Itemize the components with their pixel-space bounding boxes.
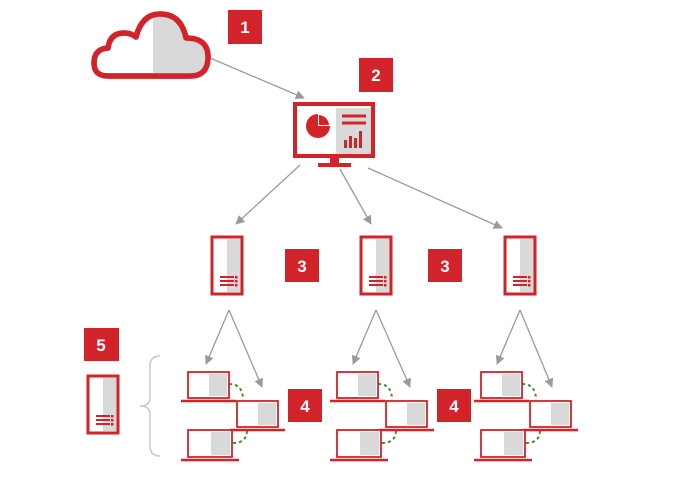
badge-4-middle-label: 4 <box>300 397 310 416</box>
badge-3-right: 3 <box>428 249 462 282</box>
arrow-right-b <box>519 309 554 388</box>
server-icon-middle <box>359 235 393 296</box>
laptop-icon-right-top <box>474 371 529 403</box>
arrow-console-to-server-middle <box>339 168 372 225</box>
server-icon-right <box>503 235 537 296</box>
laptop-icon-right-bottom <box>474 429 532 462</box>
laptop-icon-left-top <box>181 371 236 403</box>
arrow-cloud-to-console <box>209 57 305 99</box>
arrow-left-a <box>205 309 230 365</box>
badge-4-right-label: 4 <box>449 397 459 416</box>
arrow-middle-b <box>375 309 411 388</box>
cloud-icon <box>91 11 211 79</box>
arrow-right-a <box>496 309 521 365</box>
badge-4-middle: 4 <box>288 389 322 422</box>
badge-3-left-label: 3 <box>297 257 306 276</box>
laptop-icon-left-middle <box>230 400 285 432</box>
arrow-left-b <box>228 309 263 388</box>
laptop-icon-right-middle <box>523 400 578 432</box>
badge-3-left: 3 <box>285 249 319 282</box>
badge-2: 2 <box>359 58 393 92</box>
badge-1: 1 <box>228 10 262 44</box>
connector-arrows <box>205 57 554 388</box>
badge-3-right-label: 3 <box>440 257 449 276</box>
peer-links <box>228 383 541 444</box>
arrow-console-to-server-left <box>235 164 301 225</box>
laptop-icon-middle-middle <box>379 400 434 432</box>
laptop-icon-middle-top <box>330 371 385 403</box>
badge-2-label: 2 <box>371 66 380 85</box>
server-icon-left <box>210 235 244 296</box>
server-icon-standalone <box>86 374 120 435</box>
badge-1-label: 1 <box>240 18 249 37</box>
badge-5: 5 <box>84 328 119 361</box>
badge-5-label: 5 <box>96 336 105 355</box>
arrow-middle-a <box>352 309 377 365</box>
laptop-icon-left-bottom <box>181 429 239 462</box>
monitor-dashboard-icon <box>293 102 375 167</box>
badge-4-right: 4 <box>437 389 471 422</box>
group-brace <box>139 355 161 457</box>
laptop-icon-middle-bottom <box>330 429 388 462</box>
arrow-console-to-server-right <box>367 167 503 229</box>
